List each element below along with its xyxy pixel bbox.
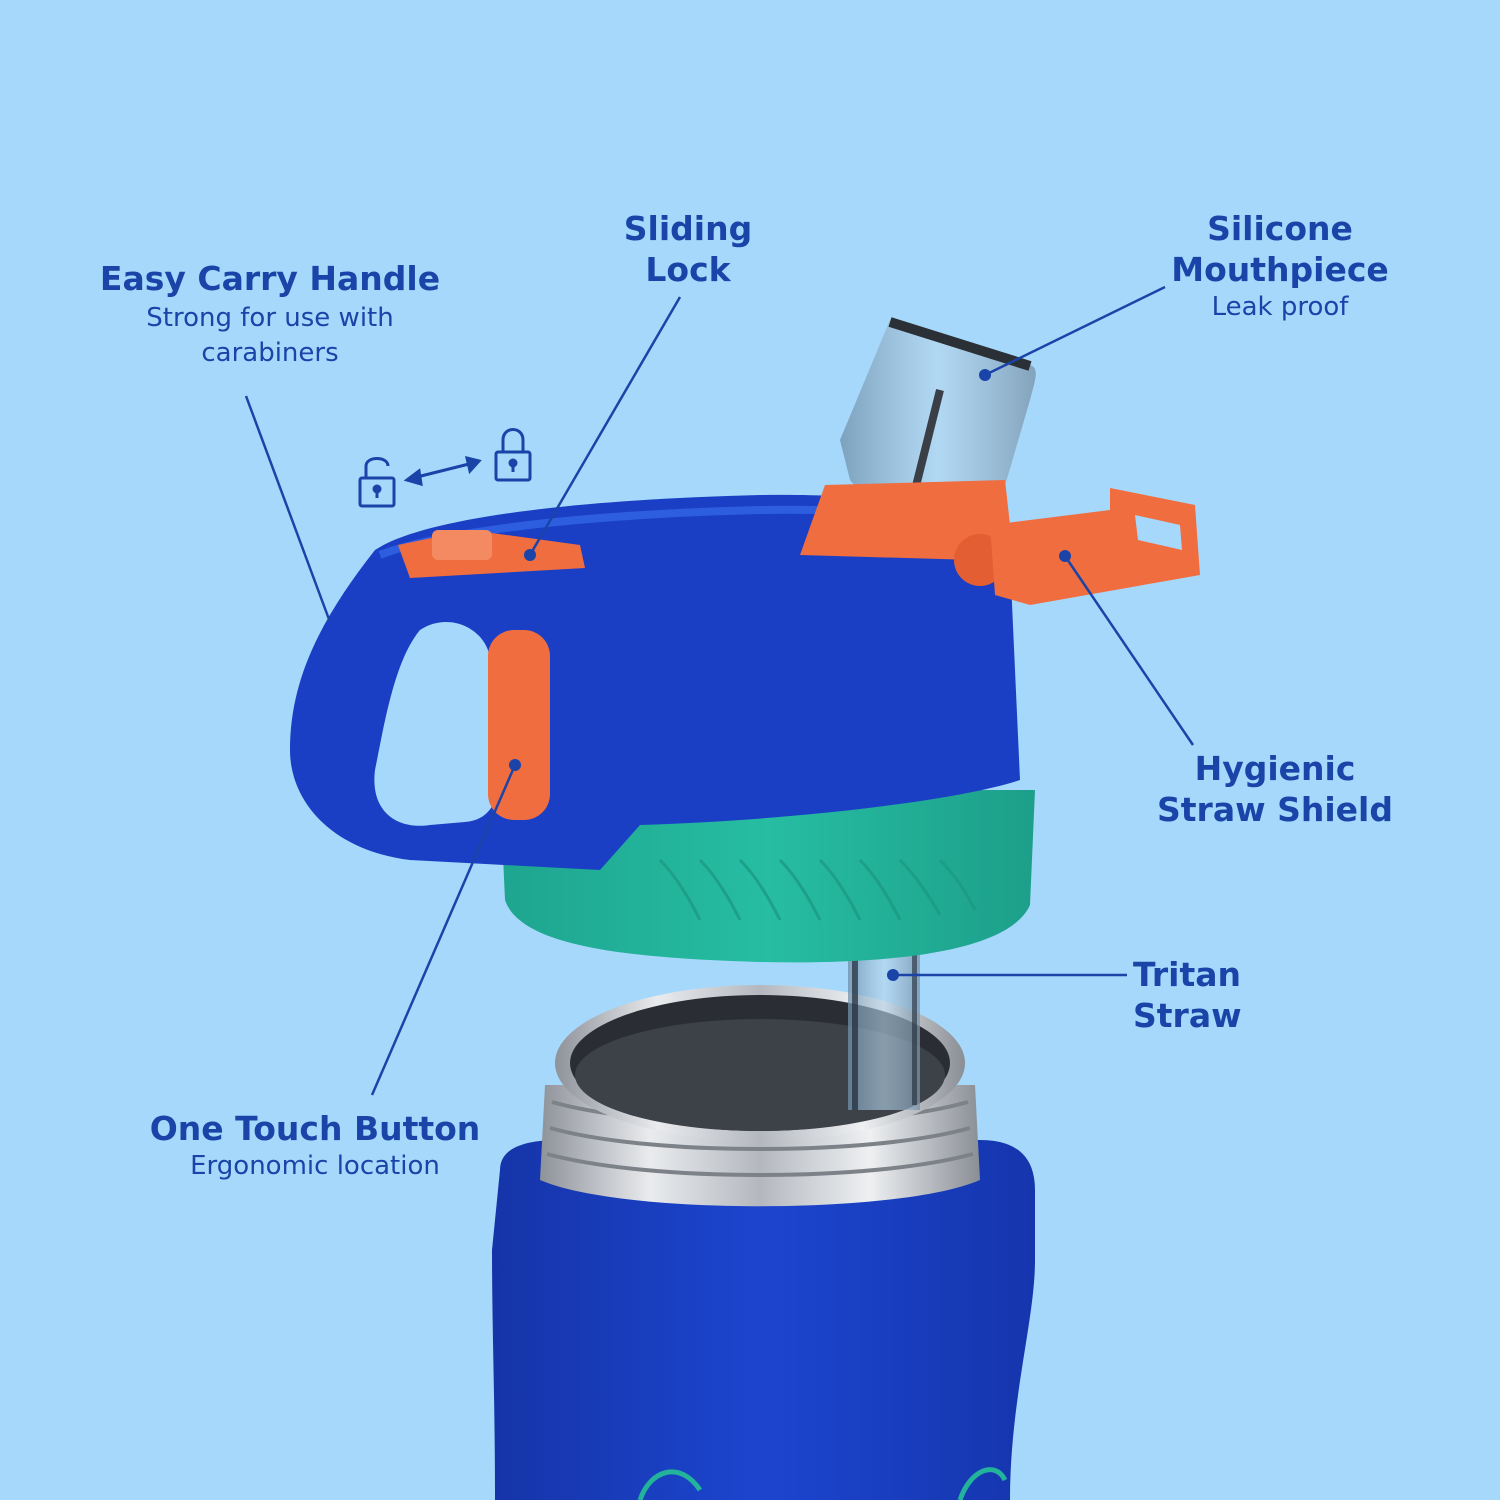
- callout-title-line1: Silicone: [1207, 209, 1353, 248]
- callout-title-line2: Mouthpiece: [1171, 250, 1389, 289]
- button-leader-line: [370, 764, 517, 1096]
- callout-subtitle: Leak proof: [1211, 292, 1349, 322]
- lock-leader-line: [528, 296, 682, 556]
- shield-leader-line: [1063, 555, 1195, 746]
- button-dot: [509, 759, 521, 771]
- callout-title: Tritan Straw: [1133, 955, 1242, 1035]
- lid-shell: [290, 494, 1020, 870]
- callout-sliding-lock: Sliding Lock: [588, 208, 788, 290]
- callout-easy-carry-handle: Easy Carry Handle Strong for use with ca…: [80, 258, 460, 371]
- double-arrow-icon: [403, 455, 482, 487]
- callout-tritan-straw: Tritan Straw: [1133, 954, 1348, 1036]
- hygienic-straw-shield: [990, 488, 1200, 605]
- callout-title-line2: Straw Shield: [1157, 790, 1393, 829]
- callout-one-touch-button: One Touch Button Ergonomic location: [140, 1108, 490, 1184]
- callout-dots: [509, 369, 1071, 981]
- callout-lines: [244, 285, 1195, 1096]
- bottle-body: [492, 1140, 1035, 1500]
- callout-silicone-mouthpiece: Silicone Mouthpiece Leak proof: [1150, 208, 1410, 325]
- callout-title-line1: Sliding: [623, 209, 753, 248]
- callout-hygienic-straw-shield: Hygienic Straw Shield: [1145, 748, 1405, 830]
- one-touch-button: [488, 630, 550, 820]
- callout-subtitle: Ergonomic location: [190, 1151, 440, 1181]
- mouthpiece-leader-line: [984, 285, 1166, 377]
- lock-icon: [494, 428, 532, 482]
- handle-leader-line: [244, 395, 332, 623]
- shield-dot: [1059, 550, 1071, 562]
- callout-subtitle: Strong for use with carabiners: [146, 303, 394, 368]
- callout-title: One Touch Button: [149, 1109, 481, 1148]
- lock-dot: [524, 549, 536, 561]
- lid-grip-band: [500, 790, 1035, 963]
- callout-title-line2: Lock: [645, 250, 731, 289]
- callout-title-line1: Hygienic: [1194, 749, 1356, 788]
- unlock-icon: [358, 457, 396, 508]
- mouthpiece-dot: [979, 369, 991, 381]
- callout-title: Easy Carry Handle: [99, 259, 441, 298]
- straw-dot: [887, 969, 899, 981]
